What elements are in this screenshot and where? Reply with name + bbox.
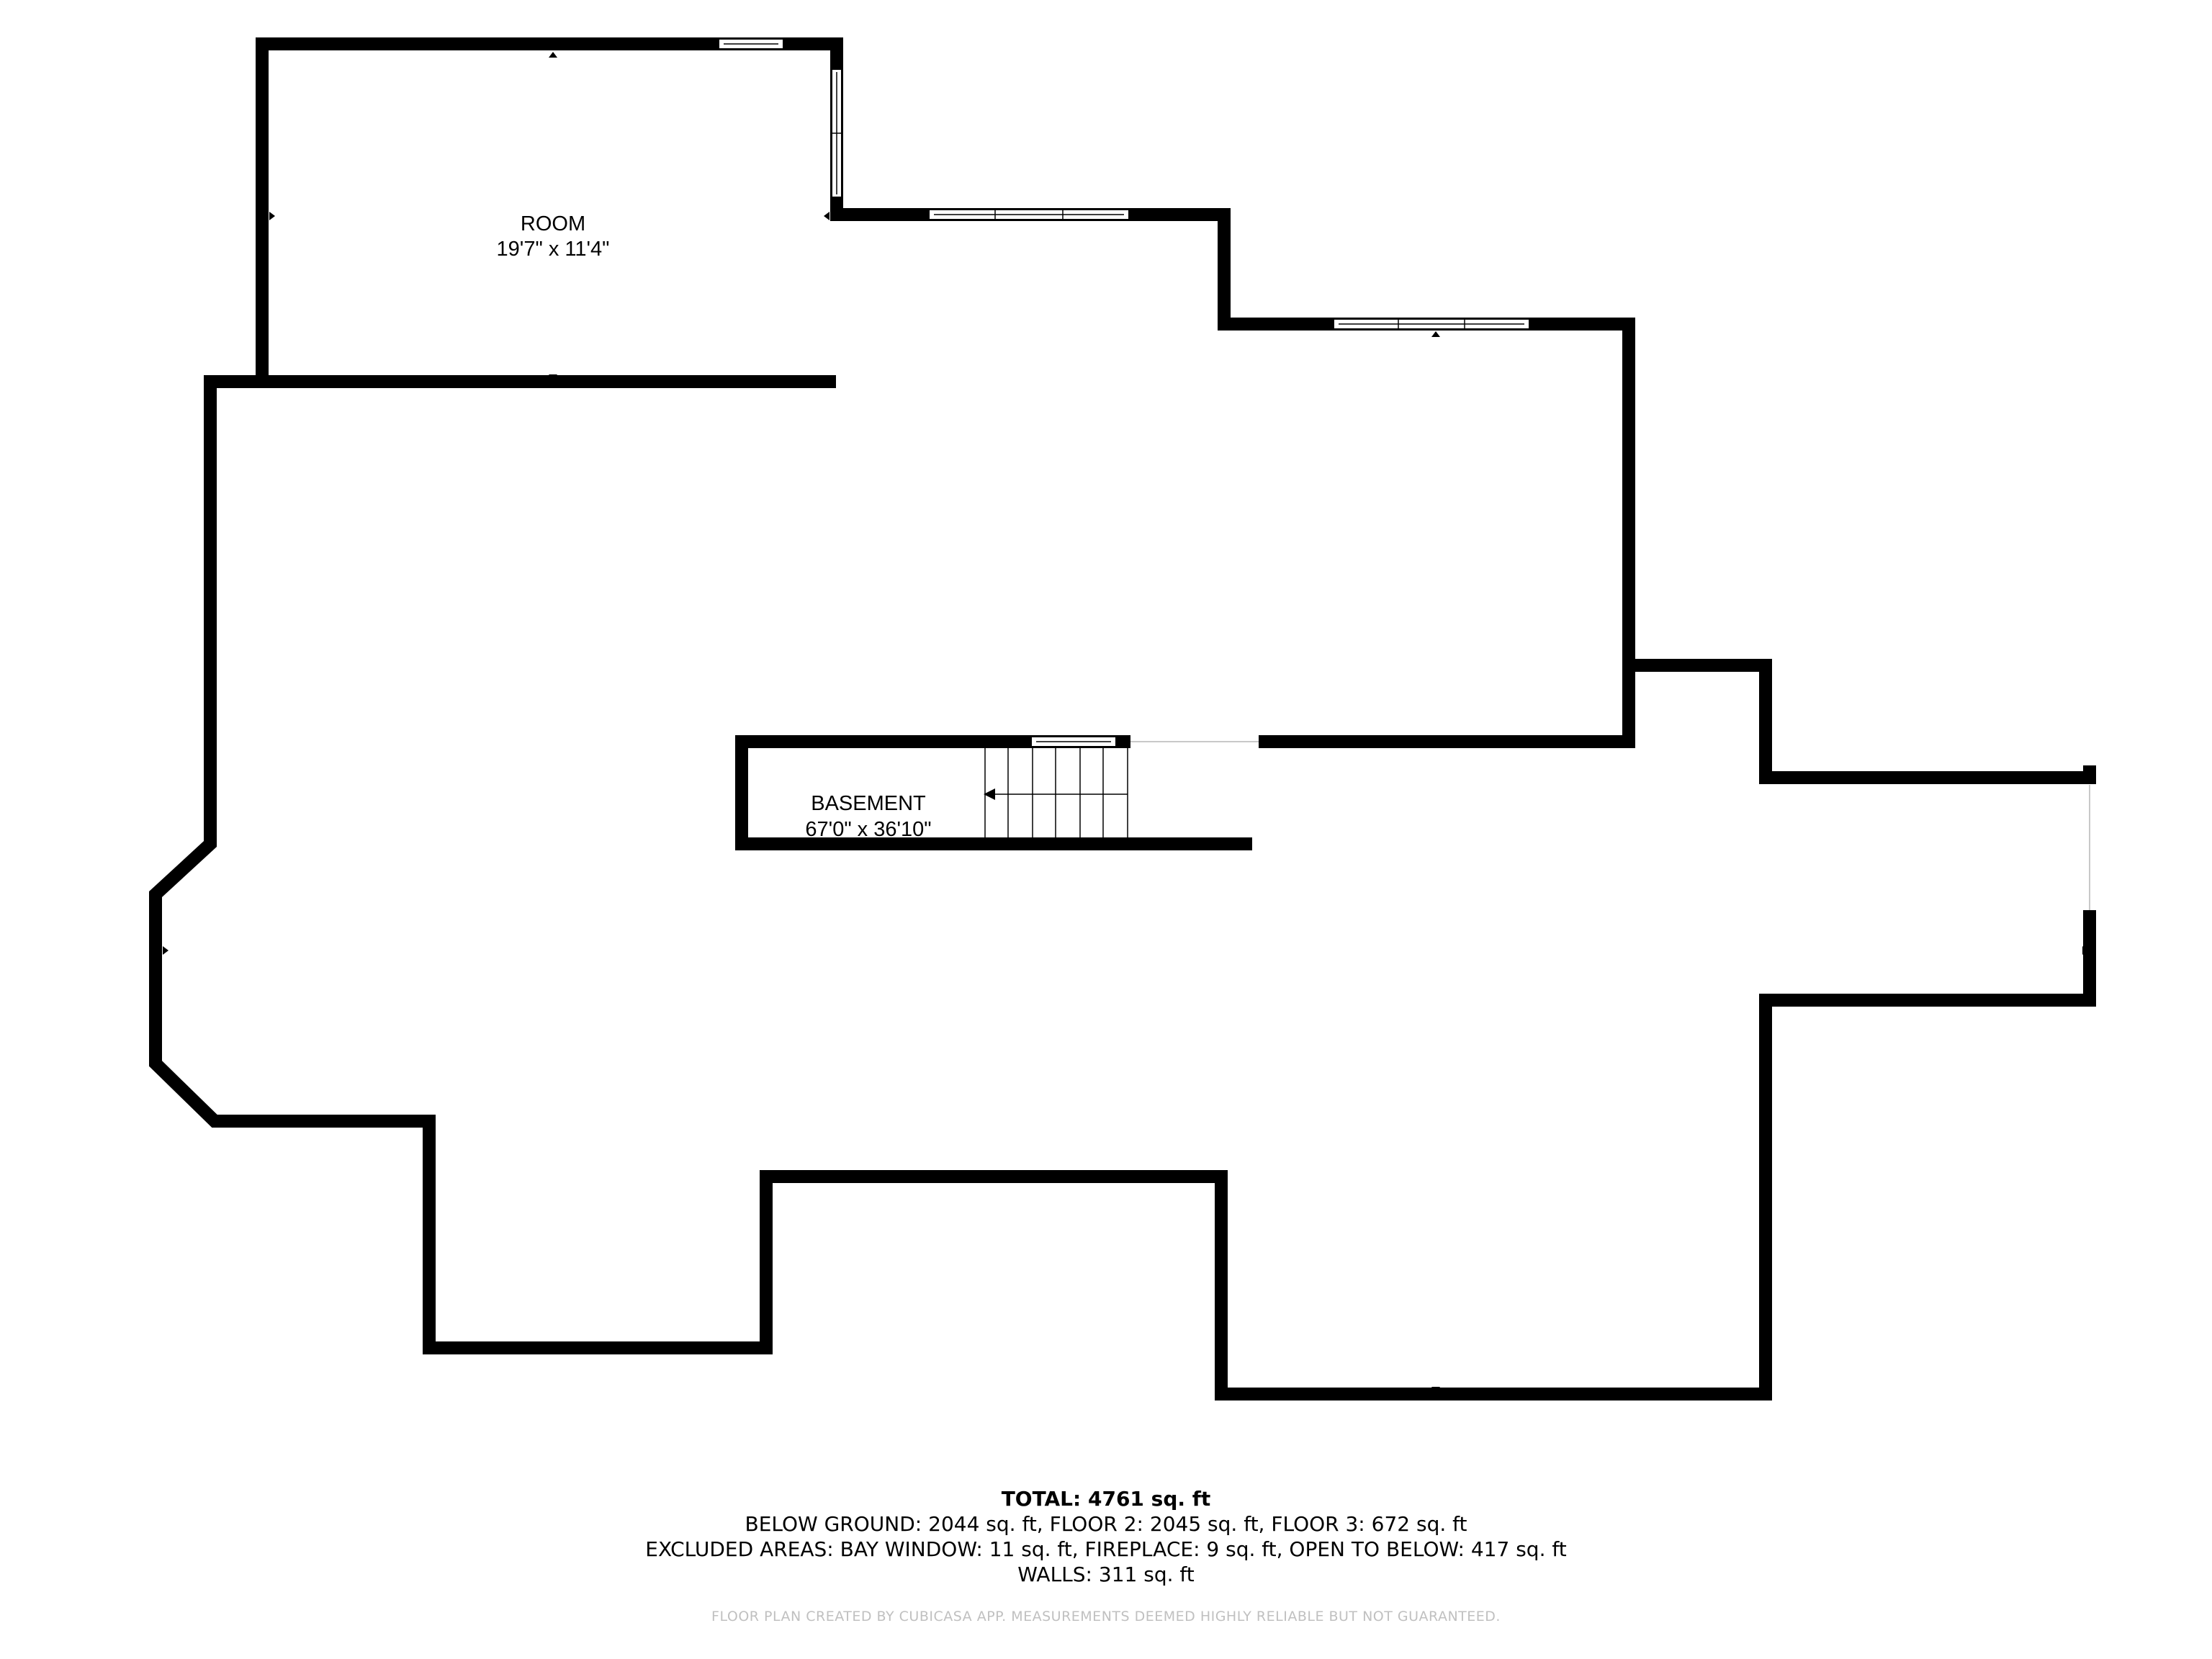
tick-mark-icon — [824, 212, 830, 220]
window — [718, 38, 784, 50]
window — [928, 209, 1130, 220]
window — [1333, 318, 1530, 330]
basement-label: BASEMENT — [811, 792, 926, 815]
excluded-areas: EXCLUDED AREAS: BAY WINDOW: 11 sq. ft, F… — [645, 1537, 1567, 1561]
staircase — [984, 748, 1128, 837]
doorway — [1130, 733, 1259, 750]
total-area: TOTAL: 4761 sq. ft — [1001, 1487, 1211, 1511]
tick-mark-icon — [269, 212, 275, 220]
tick-mark-icon — [549, 374, 557, 380]
outer-wall — [149, 375, 2096, 1401]
floor-areas: BELOW GROUND: 2044 sq. ft, FLOOR 2: 2045… — [745, 1512, 1467, 1536]
window — [1030, 736, 1117, 747]
doorway — [2081, 785, 2098, 910]
tick-mark-icon — [1431, 1387, 1440, 1393]
wall-area: WALLS: 311 sq. ft — [1017, 1563, 1195, 1586]
stair-direction-arrow-icon — [984, 788, 995, 800]
room-dimensions: 19'7" x 11'4" — [497, 238, 610, 261]
tick-mark-icon — [549, 52, 557, 58]
tick-mark-icon — [1431, 331, 1440, 337]
east-wing-wall — [1622, 659, 2096, 784]
tick-mark-icon — [2082, 946, 2088, 955]
tick-mark-icon — [163, 946, 168, 955]
room-label: ROOM — [521, 212, 585, 235]
area-summary: TOTAL: 4761 sq. ft BELOW GROUND: 2044 sq… — [0, 1486, 2212, 1587]
window — [831, 68, 842, 198]
basement-dimensions: 67'0" x 36'10" — [805, 818, 931, 841]
credit-disclaimer: FLOOR PLAN CREATED BY CUBICASA APP. MEAS… — [711, 1609, 1501, 1624]
basement-wall — [735, 735, 1252, 850]
room-wall — [256, 37, 1635, 748]
